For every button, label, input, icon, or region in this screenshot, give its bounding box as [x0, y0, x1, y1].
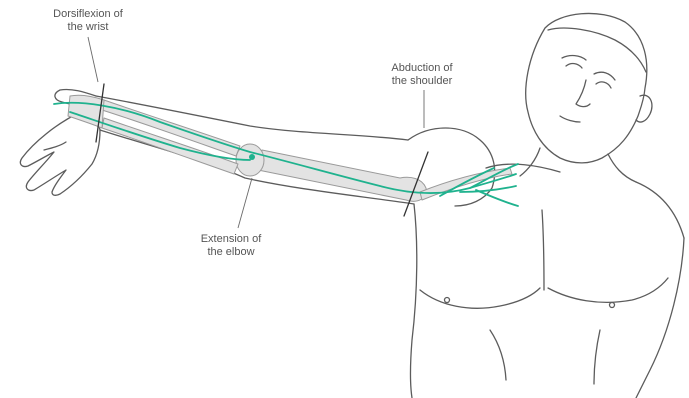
label-elbow-line-1: Extension of: [176, 233, 286, 246]
label-dorsiflexion-wrist: Dorsiflexion of the wrist: [28, 8, 148, 34]
nipple-right: [610, 303, 615, 308]
label-abduction-shoulder: Abduction of the shoulder: [352, 62, 492, 88]
pectoral-left: [420, 288, 540, 308]
hairline: [548, 28, 646, 72]
neck-right: [608, 154, 636, 182]
nipple-left: [445, 298, 450, 303]
label-extension-elbow: Extension of the elbow: [176, 233, 286, 259]
eye-left: [566, 64, 582, 68]
label-elbow-line-2: the elbow: [176, 246, 286, 259]
mouth: [560, 116, 580, 122]
pectoral-right: [548, 278, 668, 302]
brow-right: [594, 72, 615, 80]
label-shoulder-line-1: Abduction of: [352, 62, 492, 75]
label-wrist-line-2: the wrist: [28, 21, 148, 34]
finger-crease: [44, 142, 66, 150]
sternum-line: [542, 210, 544, 290]
abdomen-line: [490, 330, 506, 380]
label-wrist-line-1: Dorsiflexion of: [28, 8, 148, 21]
elbow-nerve-dot: [249, 154, 255, 160]
elbow-leader-line: [238, 178, 252, 228]
torso-right-side: [636, 238, 684, 398]
eye-right: [596, 82, 611, 88]
wrist-leader-line: [88, 37, 98, 82]
ear-outline: [636, 95, 652, 122]
abdomen-line-2: [594, 330, 600, 384]
label-shoulder-line-2: the shoulder: [352, 75, 492, 88]
shoulder-right: [636, 182, 684, 238]
bones: [68, 95, 512, 201]
nose: [576, 80, 590, 107]
torso-left-side: [411, 204, 417, 398]
brow-left: [562, 56, 586, 60]
head-outline: [526, 13, 647, 162]
neck-left: [520, 148, 540, 176]
